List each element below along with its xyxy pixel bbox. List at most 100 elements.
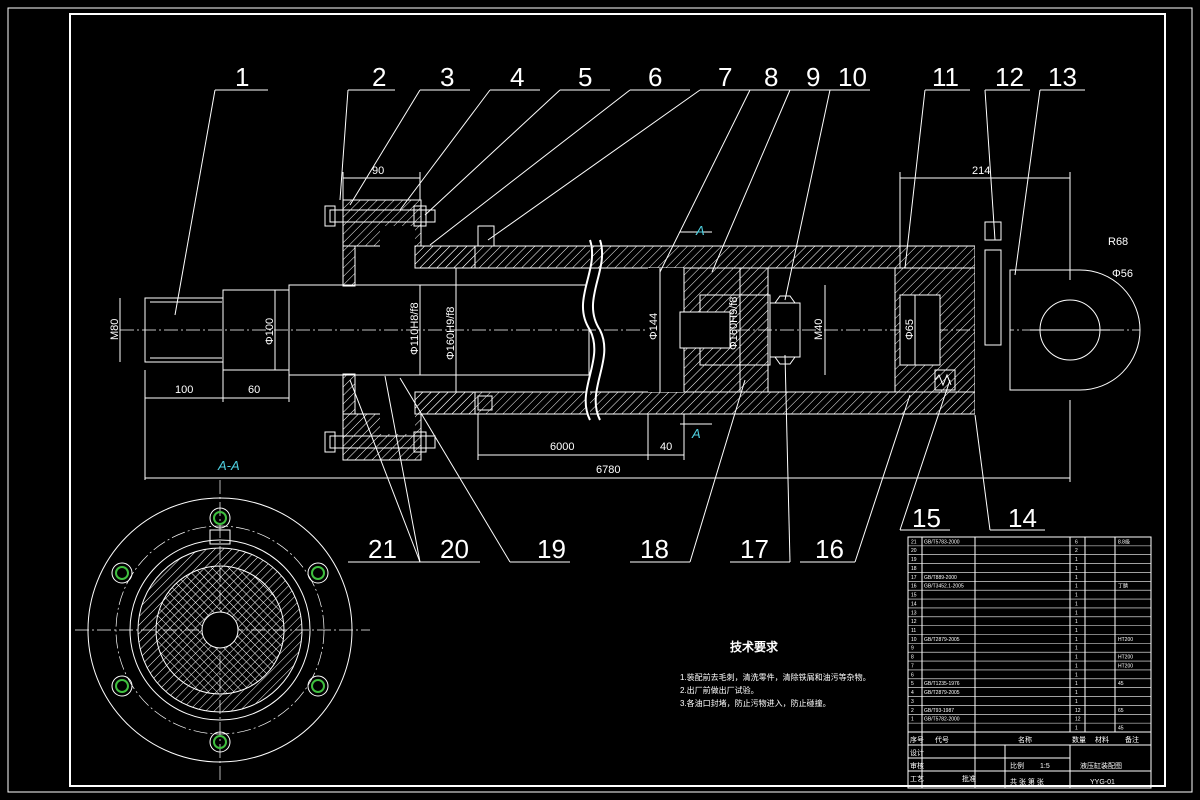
bom-cell-note: 丁腈	[1118, 583, 1128, 590]
barrel-top	[414, 245, 976, 269]
bom-cell-note: 8.8级	[1118, 538, 1130, 545]
part-label-14: 14	[1008, 503, 1037, 533]
bom-cell-no: 2	[911, 708, 914, 714]
outer-frame	[7, 7, 1193, 793]
part-label-1: 1	[235, 62, 249, 92]
tb-check: 审核	[910, 761, 924, 770]
bom-cell-qty: 1	[1075, 584, 1078, 590]
part-label-6: 6	[648, 62, 662, 92]
section-mark-bottom: A	[691, 426, 701, 441]
piston-seal-groove	[679, 311, 731, 349]
bom-cell-note: 45	[1118, 726, 1124, 732]
bom-cell-qty: 1	[1075, 637, 1078, 643]
dim-40: 40	[660, 441, 672, 453]
dim-phi56: Φ56	[1112, 268, 1133, 280]
bom-cell-qty: 6	[1075, 539, 1078, 545]
bom-cell-qty: 1	[1075, 619, 1078, 625]
tb-scale: 比例	[1010, 761, 1024, 770]
inner-frame	[69, 13, 1166, 787]
bom-cell-qty: 1	[1075, 726, 1078, 732]
leader-lines	[174, 89, 1085, 563]
bom-cell-code: GB/T5782-2000	[924, 717, 960, 723]
tb-approve: 批准	[962, 774, 976, 783]
dim-r68: R68	[1108, 236, 1128, 248]
bom-cell-code: GB/T3452.1-2005	[924, 584, 964, 590]
bom-cell-note: 65	[1118, 708, 1124, 714]
bom-cell-note: 45	[1118, 681, 1124, 687]
rear-clevis	[1009, 269, 1141, 391]
bom-cell-no: 15	[911, 593, 917, 599]
bom-cell-qty: 12	[1075, 708, 1081, 714]
tech-req-item-1: 1.装配前去毛刺，清洗零件，清除铁屑和油污等杂物。	[680, 672, 871, 682]
part-label-8: 8	[764, 62, 778, 92]
part-label-3: 3	[440, 62, 454, 92]
section-mark-top: A	[695, 223, 705, 238]
bom-cell-no: 3	[911, 699, 914, 705]
bom-cell-qty: 1	[1075, 663, 1078, 669]
flange-outer-circle	[87, 497, 353, 763]
part-label-10: 10	[838, 62, 867, 92]
bom-cell-no: 17	[911, 575, 917, 581]
bom-cell-qty: 1	[1075, 655, 1078, 661]
bom-cell-no: 11	[911, 628, 916, 634]
dim-phi160b: Φ160H9/f8	[728, 297, 740, 350]
bom-cell-note: HT200	[1118, 637, 1133, 643]
bom-cell-code: GB/T5783-2000	[924, 539, 960, 545]
bom-cell-qty: 1	[1075, 593, 1078, 599]
bom-cell-qty: 1	[1075, 575, 1078, 581]
dim-100: 100	[175, 384, 193, 396]
oil-port-rear	[984, 221, 1002, 241]
dim-phi65: Φ65	[904, 319, 916, 340]
gland-bottom	[380, 386, 415, 434]
bom-cell-no: 21	[911, 539, 917, 545]
bom-cell-qty: 1	[1075, 699, 1078, 705]
bom-cell-note: HT200	[1118, 655, 1133, 661]
tech-req-title: 技术要求	[730, 639, 779, 654]
part-label-17: 17	[740, 534, 769, 564]
bom-cell-qty: 1	[1075, 610, 1078, 616]
piston-front	[648, 268, 684, 392]
bom-cell-qty: 1	[1075, 672, 1078, 678]
oil-port-front	[477, 225, 495, 247]
tb-sheet: 共 张 第 张	[1010, 777, 1044, 786]
bolt-holes	[111, 507, 329, 753]
break-line	[581, 239, 596, 421]
tb-scale-val: 1:5	[1040, 763, 1050, 770]
bom-header-no: 序号	[910, 735, 924, 744]
dim-phi100: Φ100	[264, 318, 276, 345]
bom-cell-no: 9	[911, 646, 914, 652]
part-label-19: 19	[537, 534, 566, 564]
part-label-2: 2	[372, 62, 386, 92]
dim-phi110: Φ110H8/f8	[409, 302, 421, 355]
part-label-7: 7	[718, 62, 732, 92]
flange-bolt-top	[329, 209, 436, 223]
bom-cell-no: 4	[911, 690, 914, 696]
bom-cell-no: 19	[911, 557, 917, 563]
tb-process: 工艺	[910, 775, 924, 783]
bom-cell-code: GB/T889-2000	[924, 575, 957, 581]
dim-phi160: Φ160H9/f8	[445, 307, 457, 360]
bom-cell-code: GB/T1235-1976	[924, 681, 960, 687]
bom-cell-note: HT200	[1118, 663, 1133, 669]
bom-cell-no: 1	[911, 717, 914, 723]
flange-bolt-bottom	[329, 435, 436, 449]
dim-90: 90	[372, 165, 384, 177]
tb-drawing-name: 液压缸装配图	[1080, 761, 1122, 770]
dim-m40: M40	[813, 319, 825, 340]
bom-cell-code: GB/T93-1987	[924, 708, 954, 714]
part-label-12: 12	[995, 62, 1024, 92]
bom-cell-no: 20	[911, 548, 917, 554]
part-label-9: 9	[806, 62, 820, 92]
part-label-15: 15	[912, 503, 941, 533]
bom-cell-qty: 1	[1075, 628, 1078, 634]
gland-top	[380, 226, 415, 274]
bom-cell-no: 8	[911, 655, 914, 661]
bom-cell-code: GB/T2879-2005	[924, 690, 960, 696]
bom-cell-no: 16	[911, 584, 917, 590]
dim-phi144: Φ144	[648, 313, 660, 340]
bom-cell-qty: 1	[1075, 681, 1078, 687]
bom-cell-no: 7	[911, 663, 914, 669]
part-label-13: 13	[1048, 62, 1077, 92]
